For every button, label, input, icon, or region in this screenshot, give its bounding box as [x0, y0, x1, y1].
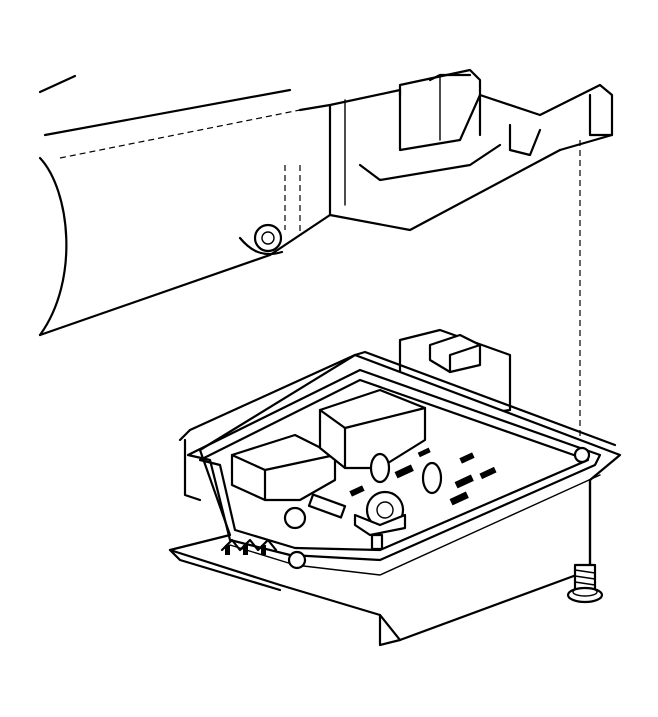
- screw-head-top: [572, 587, 598, 597]
- housing-flange-upper-edge: [298, 83, 614, 152]
- housing-pivot-shadow: [238, 236, 284, 256]
- housing-cylinder-lower-line: [38, 253, 272, 337]
- board-pin-row: [220, 538, 278, 552]
- screw-head: [566, 586, 604, 604]
- housing-flange-mid-edge: [358, 143, 502, 182]
- housing-right-tab: [508, 123, 542, 157]
- housing-cylinder-upper-line: [43, 88, 292, 137]
- board-potentiometer-bracket: [353, 513, 407, 537]
- housing-cylinder-shading: [59, 109, 301, 159]
- module-connector-latch-edge: [448, 343, 482, 374]
- module-box-left-wall: [183, 438, 202, 502]
- board-pin-1: [225, 545, 230, 555]
- module-gasket-outer: [186, 368, 602, 562]
- module-box-front-corner: [378, 613, 402, 647]
- screw-threads: [574, 569, 596, 586]
- mounting-screw: [566, 563, 604, 604]
- board-relay-left: [230, 433, 337, 502]
- board-relay-right: [318, 388, 427, 470]
- board-capacitor-1: [369, 452, 391, 484]
- module-gasket-inner: [198, 378, 590, 552]
- housing-boss-outline: [398, 68, 482, 137]
- board-pin-3: [261, 545, 266, 555]
- housing-pivot-bolt: [253, 223, 283, 253]
- housing-assembly: [38, 68, 614, 337]
- board-potentiometer-center: [376, 501, 394, 519]
- module-flange-front-edge: [168, 548, 282, 592]
- board-diode-2: [454, 474, 474, 489]
- housing-cylinder-end: [38, 156, 68, 337]
- module-front-boss: [287, 550, 307, 570]
- board-chip-2: [459, 452, 475, 464]
- housing-cylinder-top-edge: [38, 74, 77, 94]
- module-screw-hole: [573, 446, 591, 464]
- board-capacitor-2: [421, 461, 443, 495]
- board-resistor-1: [307, 493, 347, 519]
- board-pin-2: [243, 545, 248, 555]
- board-chip-1: [349, 485, 365, 497]
- housing-pivot-bolt-head: [261, 231, 275, 245]
- board-transistor: [283, 506, 307, 530]
- board-chip-3: [417, 447, 431, 458]
- housing-flange-lower-edge: [268, 148, 562, 257]
- housing-boss-top: [428, 73, 472, 82]
- board-chip-4: [479, 466, 497, 480]
- board-potentiometer-leg: [370, 533, 384, 551]
- circuit-board: [220, 388, 497, 555]
- housing-right-lug: [588, 93, 614, 137]
- module-flange-top-edge: [178, 350, 617, 447]
- board-diode-3: [449, 491, 469, 506]
- board-diode-1: [394, 464, 414, 479]
